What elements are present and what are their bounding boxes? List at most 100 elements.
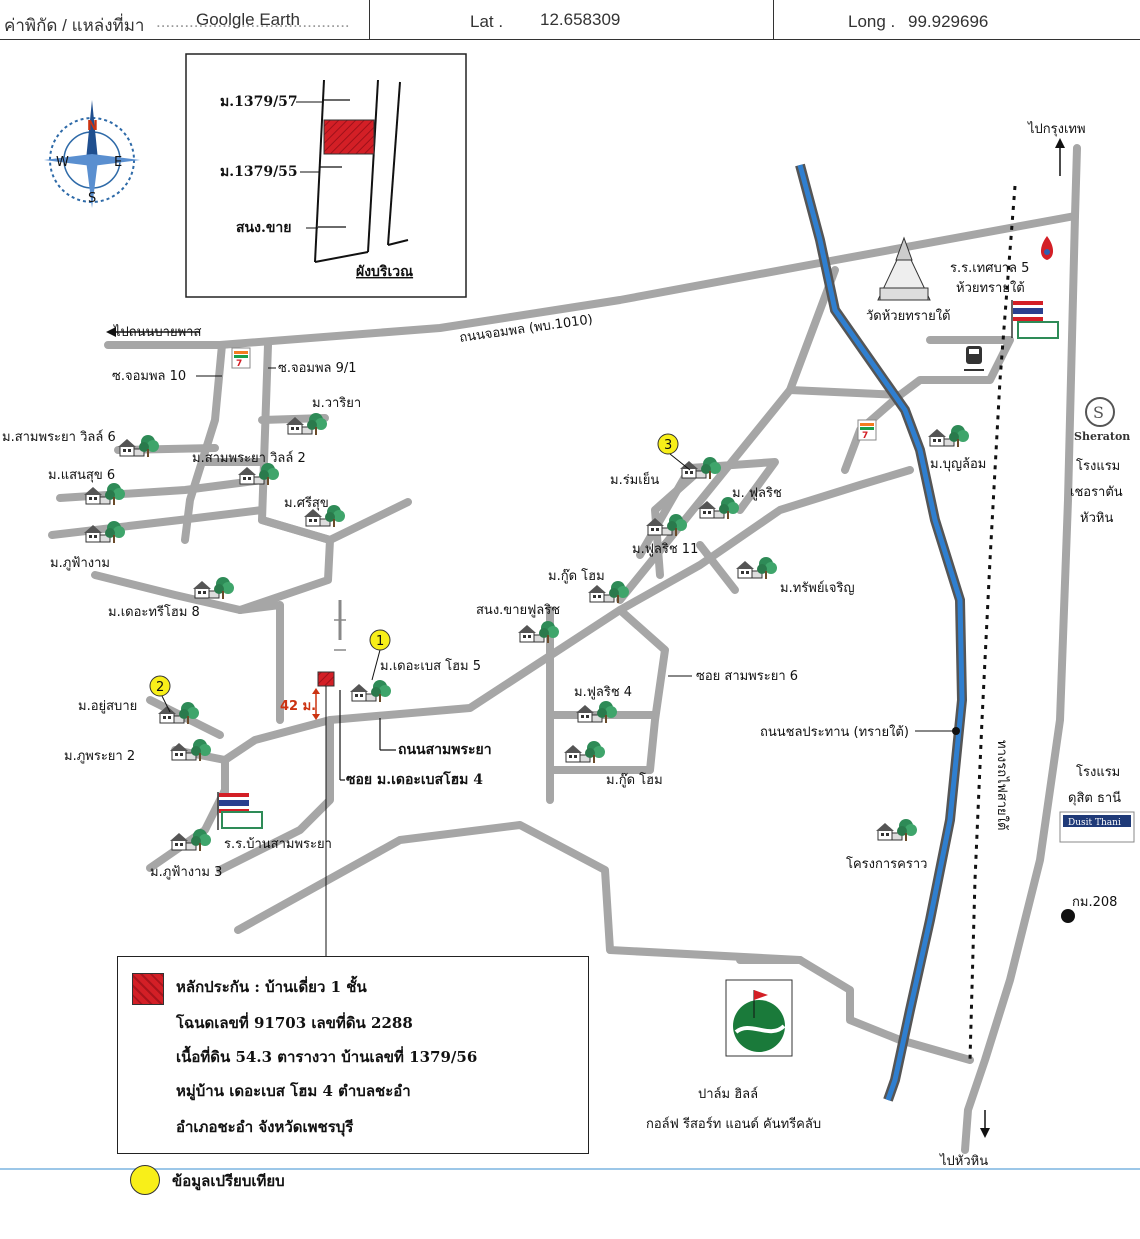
- inset-caption: ผังบริเวณ: [356, 264, 413, 280]
- label-krao: โครงการคราว: [846, 856, 927, 872]
- label-sheraton-1: โรงแรม: [1076, 458, 1120, 474]
- school-flag-icon: [1011, 300, 1059, 339]
- label-dusit-1: โรงแรม: [1076, 764, 1120, 780]
- label-chonprathan: ถนนชลประทาน (ทรายใต้): [760, 724, 909, 740]
- legend-line-1: หลักประกัน : บ้านเดี่ยว 1 ชั้น: [176, 978, 367, 996]
- label-goodhome-2: ม.กู๊ด โฮม: [606, 772, 663, 788]
- compass-rose-icon: N S E W: [44, 100, 140, 208]
- label-fulrich-11: ม.ฟูลริช 11: [632, 542, 698, 557]
- legend-line-4: หมู่บ้าน เดอะเบส โฮม 4 ตำบลชะอำ: [176, 1082, 411, 1100]
- village-icon-bunlom: [927, 424, 970, 448]
- village-icon-supcharoen: [735, 556, 778, 580]
- label-soi-jompon-9-1: ซ.จอมพล 9/1: [278, 361, 357, 376]
- inset-plan: ม.1379/57 ม.1379/55 สนง.ขาย ผังบริเวณ: [185, 53, 467, 298]
- canal-water: [797, 164, 965, 1101]
- road-thetree-2: [91, 571, 244, 614]
- village-icon-goodhome2: [563, 740, 606, 764]
- label-the-base-5: ม.เดอะเบส โฮม 5: [380, 658, 481, 674]
- label-sheraton-brand: Sheraton: [1074, 430, 1130, 443]
- label-sheraton-2: เชอราตัน: [1070, 485, 1123, 500]
- label-samphraya-villa-2: ม.สามพระยา วิลล์ 2: [192, 450, 306, 466]
- label-phufangam: ม.ภูฟ้างาม: [50, 556, 110, 571]
- bottom-rule: [0, 1168, 1140, 1170]
- highway-4: [961, 144, 1081, 1154]
- seven-eleven-icon: 7: [231, 347, 251, 369]
- long-value: 99.929696: [908, 12, 989, 31]
- train-icon: [964, 346, 984, 371]
- legend-box: หลักประกัน : บ้านเดี่ยว 1 ชั้น โฉนดเลขที…: [117, 956, 589, 1154]
- label-bunlom: ม.บุญล้อม: [930, 457, 986, 472]
- compass-e: E: [114, 155, 122, 170]
- label-fulrich-office: สนง.ขายฟูลริช: [476, 603, 560, 618]
- arrow-to-bangkok: [1055, 138, 1065, 176]
- label-soi-the-base-4: ซอย ม.เดอะเบสโฮม 4: [346, 770, 483, 788]
- label-school-huaysai-1: ร.ร.เทศบาล 5: [950, 261, 1029, 276]
- arrow-to-nabaipas: [106, 327, 200, 337]
- marker-1-label: 1: [376, 634, 384, 649]
- label-samphraya-villa-6: ม.สามพระยา วิลล์ 6: [2, 429, 116, 445]
- comparison-dot-icon: [130, 1165, 160, 1195]
- arrow-to-huahin: [980, 1110, 990, 1138]
- lat-label: Lat .: [470, 12, 504, 31]
- label-wat: วัดห้วยทรายใต้: [866, 308, 951, 324]
- road-school: [896, 336, 1014, 399]
- long-cell: Long . 99.929696: [774, 0, 1140, 40]
- source-value: Goolgle Earth: [196, 10, 300, 29]
- legend-line-5: อำเภอชะอำ จังหวัดเพชรบุรี: [176, 1118, 354, 1136]
- comparison-label: ข้อมูลเปรียบเทียบ: [172, 1172, 285, 1190]
- label-to-nabaipas: ไปถนนบายพาส: [113, 324, 201, 340]
- railway-line: [968, 185, 1017, 1061]
- source-cell: ค่าพิกัด / แหล่งที่มา ..................…: [0, 0, 370, 40]
- road-south-loop: [234, 821, 974, 1064]
- village-icon-thebase5: [349, 679, 392, 703]
- label-fulrich: ม. ฟูลริช: [732, 486, 782, 501]
- label-railway: ทางรถไฟสายใต้: [994, 740, 1010, 830]
- label-romyen: ม.ร่มเย็น: [610, 470, 659, 488]
- label-palm-2: กอล์ฟ รีสอร์ท แอนด์ คันทรีคลับ: [646, 1116, 821, 1132]
- collateral-plot: [323, 119, 375, 155]
- gas-station-icon: [1040, 236, 1054, 260]
- label-supcharoen: ม.ทรัพย์เจริญ: [780, 580, 855, 596]
- soi-jompon-10: [181, 341, 226, 544]
- label-srisuk: ม.ศรีสุข: [284, 495, 329, 511]
- road-north-link-2: [786, 386, 904, 399]
- label-to-huahin: ไปหัวหิน: [939, 1153, 988, 1169]
- label-wariya: ม.วาริยา: [312, 396, 361, 411]
- collateral-location: 42 ม.: [280, 600, 346, 956]
- road-thetree: [236, 536, 334, 614]
- label-distance: 42 ม.: [280, 699, 316, 714]
- legend-line-3: เนื้อที่ดิน 54.3 ตารางวา บ้านเลขที่ 1379…: [176, 1048, 478, 1066]
- long-label: Long .: [848, 12, 896, 31]
- road-saensuk: [56, 476, 266, 502]
- label-dusit-brand: Dusit Thani: [1068, 818, 1121, 828]
- village-icon-thetree: [192, 576, 235, 600]
- compass-w: W: [56, 155, 69, 170]
- sheraton-logo: S: [1085, 397, 1115, 427]
- label-km: กม.208: [1072, 895, 1117, 910]
- road-ban-samphraya: [216, 716, 334, 874]
- label-goodhome: ม.กู๊ด โฮม: [548, 568, 605, 584]
- soi-samphraya6: [616, 606, 669, 774]
- label-saensuk-6: ม.แสนสุข 6: [48, 468, 115, 483]
- comparison-marker-3: 3: [657, 433, 691, 471]
- lat-cell: Lat . 12.658309: [370, 0, 774, 40]
- marker-3-label: 3: [664, 438, 672, 453]
- label-phuphraya-2: ม.ภูพระยา 2: [64, 749, 135, 764]
- compass-s: S: [88, 191, 96, 206]
- label-palm-1: ปาล์ม ฮิลล์: [698, 1086, 758, 1102]
- source-label: ค่าพิกัด / แหล่งที่มา: [4, 16, 145, 35]
- label-school-samphraya: ร.ร.บ้านสามพระยา: [224, 837, 332, 852]
- inset-plot-bottom: สนง.ขาย: [236, 220, 291, 236]
- label-to-bangkok: ไปกรุงเทพ: [1027, 121, 1086, 137]
- inset-plot-mid: ม.1379/55: [220, 164, 298, 180]
- village-icon-villa2: [237, 462, 280, 486]
- soi-fulrich-3: [696, 541, 739, 594]
- label-the-tree-8: ม.เดอะทรีโฮม 8: [108, 604, 200, 620]
- golf-icon: [725, 979, 793, 1057]
- label-yusabai: ม.อยู่สบาย: [78, 699, 137, 714]
- km-marker-dot: [1061, 909, 1075, 923]
- label-fulrich-4: ม.ฟูลริช 4: [574, 685, 632, 700]
- school-flag-icon-2: [217, 792, 263, 830]
- comparison-marker-1: 1: [369, 629, 391, 681]
